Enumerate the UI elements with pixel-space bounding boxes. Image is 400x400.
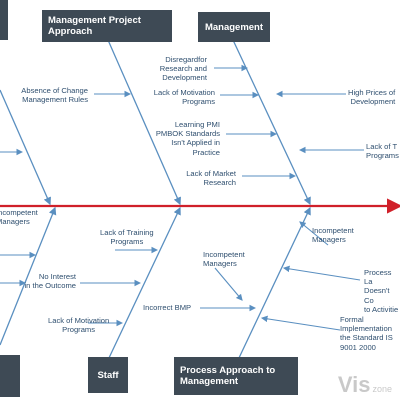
bone-left-edge-bottom — [0, 206, 57, 346]
arrow-formal-impl — [260, 315, 341, 331]
cause-high-prices: High Prices of Development — [348, 88, 396, 107]
cause-lack-market-research: Lack of Market Research — [186, 169, 236, 188]
cause-learning-pmi: Learning PMI PMBOK Standards Isn't Appli… — [155, 120, 220, 157]
category-label: Management — [204, 21, 264, 33]
watermark-suffix: zone — [372, 384, 392, 394]
cause-disregard-research: Disregardfor Research and Development — [159, 55, 207, 83]
cause-no-interest: No Interest in the Outcome — [24, 272, 77, 291]
bone-management-project-approach — [107, 39, 181, 206]
category-staff: Staff — [88, 357, 128, 393]
category-label: Process Approach to Management — [180, 365, 276, 387]
watermark-brand: Vis — [337, 372, 371, 397]
cause-lack-training: Lack of Training Programs — [100, 228, 154, 247]
arrow-incompetent-mid — [214, 267, 243, 301]
category-label: Management Project Approach — [48, 15, 141, 37]
bone-management — [232, 39, 311, 206]
arrow-process-la — [282, 265, 361, 281]
cause-lack-of-t: Lack of T Programs — [366, 142, 399, 161]
category-left-bottom — [0, 355, 20, 397]
cause-incompetent-left: Incompetent Managers — [0, 208, 38, 227]
cause-absence-change-rules: Absence of Change Management Rules — [21, 86, 88, 105]
arrow-incompetent-right — [299, 221, 329, 246]
cause-process-la: Process La Doesn't Co to Activitie — [364, 268, 399, 314]
category-process-approach: Process Approach to Management — [174, 357, 298, 395]
category-management: Management — [198, 12, 270, 42]
category-label: Staff — [97, 369, 119, 381]
cause-lack-motivation-bottom: Lack of Motivation Programs — [48, 316, 110, 335]
cause-formal-impl: Formal Implementation the Standard IS 90… — [340, 315, 393, 352]
bone-staff — [107, 206, 181, 361]
cause-incompetent-right: Incompetent Managers — [312, 226, 354, 245]
cause-lack-motivation-top: Lack of Motivation Programs — [153, 88, 215, 107]
category-management-project-approach: Management Project Approach — [42, 10, 172, 42]
bone-left-edge-top — [0, 89, 51, 206]
bone-process-approach — [237, 206, 311, 361]
cause-incompetent-mid: Incompetent Managers — [203, 250, 245, 269]
cause-incorrect-bmp: Incorrect BMP — [143, 303, 192, 312]
category-left-top — [0, 0, 8, 40]
